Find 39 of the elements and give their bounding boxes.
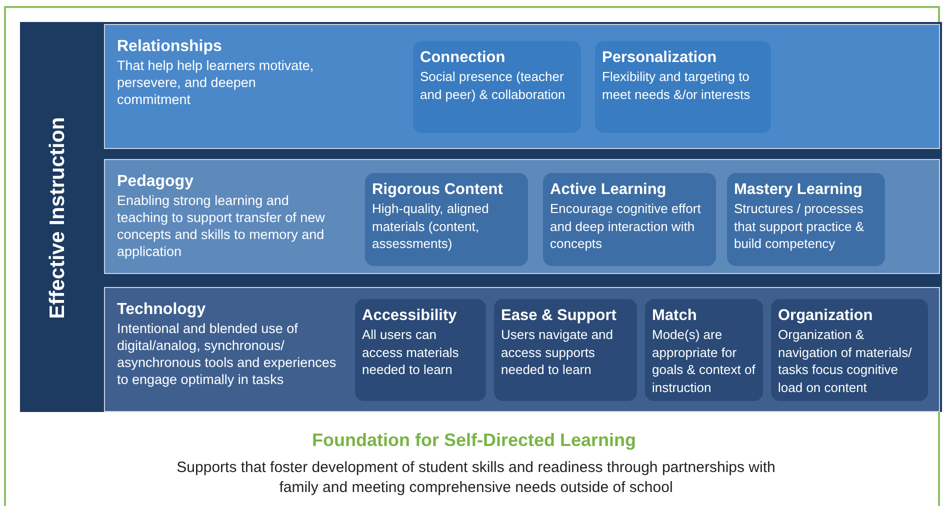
card-description: Flexibility and targeting to meet needs &/or interests xyxy=(602,68,752,103)
layer-heading: Relationships xyxy=(117,37,223,57)
card-description: Organization & navigation of materials/ tasks focus cognitive load on content xyxy=(778,326,913,396)
foundation-frame xyxy=(4,6,940,506)
layer-description: That help help learners motivate, persevere, and deepen commitment xyxy=(117,57,315,108)
component-card xyxy=(355,299,486,401)
section-heading: Foundation for Self-Directed Learning xyxy=(310,430,637,451)
layer-heading: Technology xyxy=(117,300,207,320)
component-card xyxy=(771,299,928,401)
section-description: Supports that foster development of student skills and readiness through partnerships with family and meeting comprehensive needs outside of school xyxy=(176,458,776,498)
card-heading: Personalization xyxy=(602,48,718,68)
component-card xyxy=(727,173,885,266)
layer-band xyxy=(104,24,940,149)
card-heading: Connection xyxy=(420,48,506,68)
component-card xyxy=(645,299,763,401)
instruction-panel xyxy=(20,22,942,412)
card-heading: Organization xyxy=(778,306,874,326)
component-card xyxy=(543,173,716,266)
card-description: Structures / processes that support practice & build competency xyxy=(734,200,866,252)
card-heading: Mastery Learning xyxy=(734,180,864,200)
layer-band xyxy=(104,287,940,412)
card-description: Mode(s) are appropriate for goals & context of instruction xyxy=(652,326,756,396)
card-description: High-quality, aligned materials (content, assessments) xyxy=(372,200,490,252)
card-heading: Accessibility xyxy=(362,306,458,326)
component-card xyxy=(365,173,528,266)
layer-heading: Pedagogy xyxy=(117,172,194,192)
layer-description: Enabling strong learning and teaching to support transfer of new concepts and skills to memory and application xyxy=(117,192,326,260)
card-description: Users navigate and access supports needed to learn xyxy=(501,326,614,378)
card-heading: Rigorous Content xyxy=(372,180,504,200)
panel-title: Effective Instruction xyxy=(46,117,70,319)
card-description: Encourage cognitive effort and deep interaction with concepts xyxy=(550,200,702,252)
card-description: All users can access materials needed to learn xyxy=(362,326,460,378)
card-heading: Match xyxy=(652,306,698,326)
card-description: Social presence (teacher and peer) & collaboration xyxy=(420,68,566,103)
card-heading: Ease & Support xyxy=(501,306,618,326)
layer-description: Intentional and blended use of digital/analog, synchronous/ asynchronous tools and experiences to engage optimally in tasks xyxy=(117,320,338,388)
card-heading: Active Learning xyxy=(550,180,668,200)
component-card xyxy=(494,299,637,401)
layer-band xyxy=(104,159,940,274)
